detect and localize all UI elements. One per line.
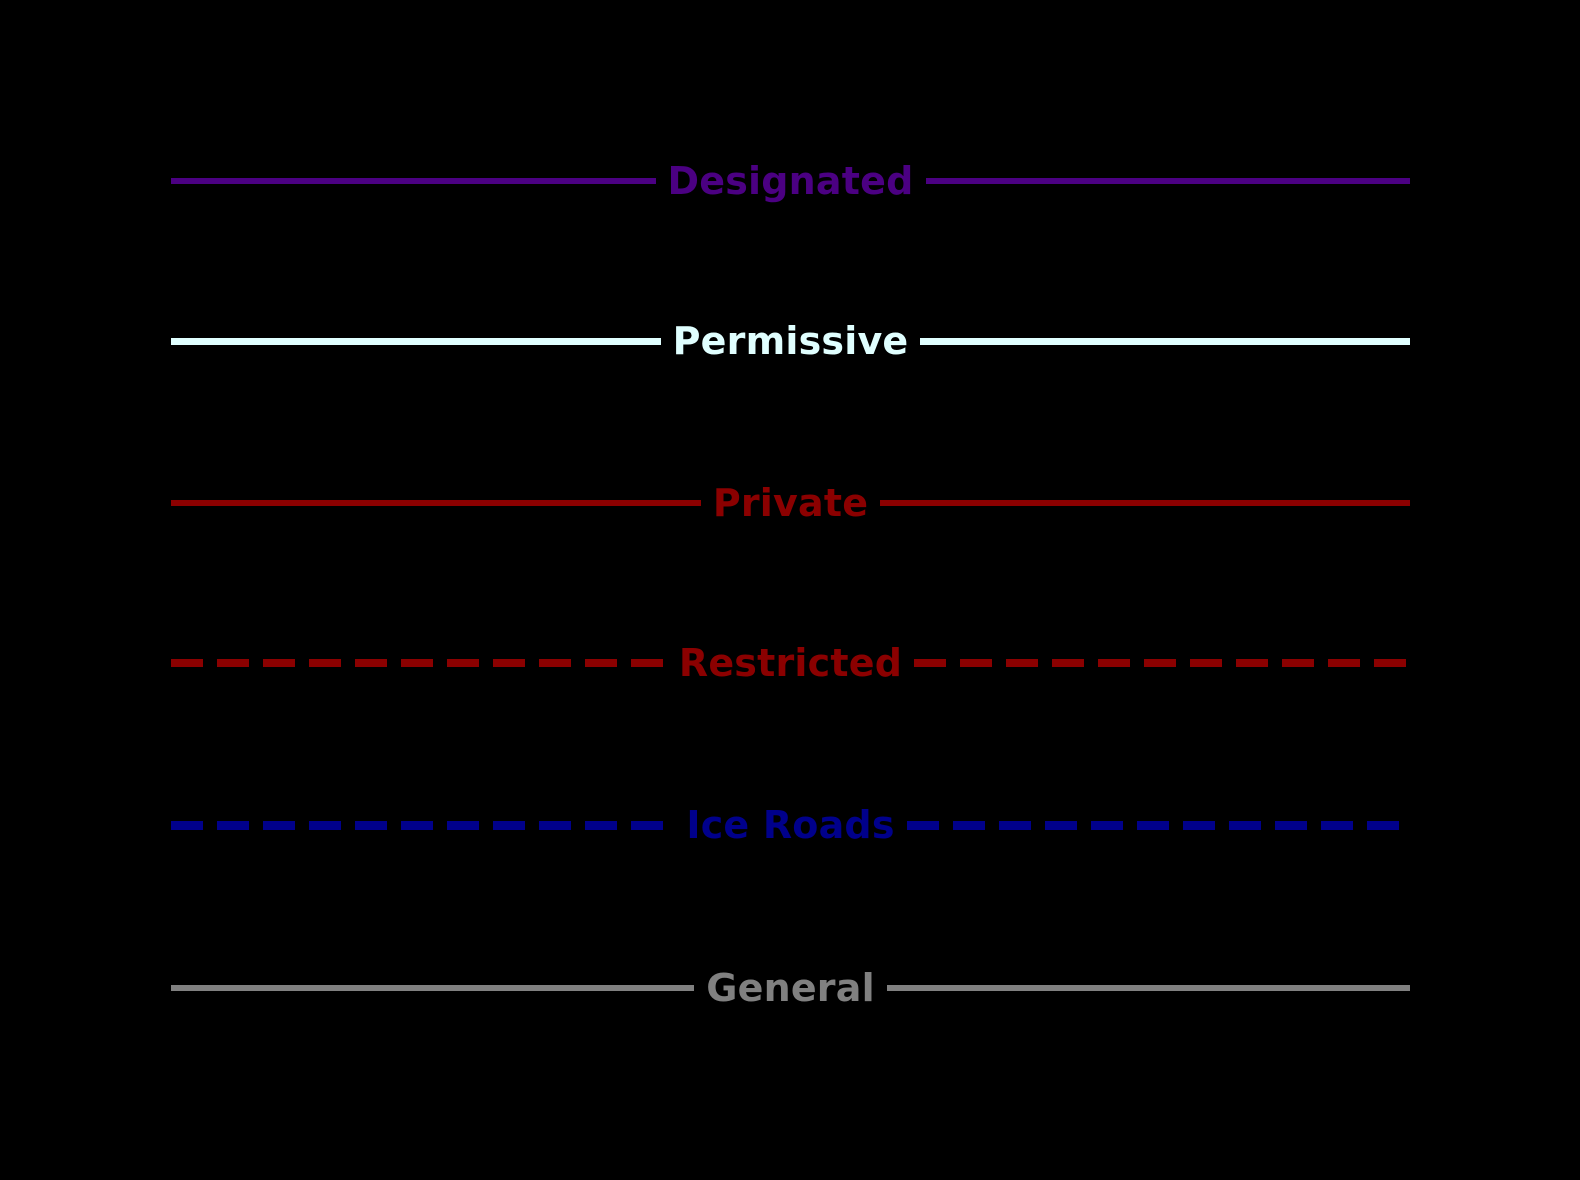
legend-row-permissive: Permissive: [171, 309, 1411, 373]
legend-line-sample-left-private: [171, 500, 701, 506]
legend-line-sample-left-ice-roads: [171, 820, 675, 830]
legend-label-permissive: Permissive: [672, 319, 909, 363]
legend-row-private: Private: [171, 471, 1410, 535]
legend-line-sample-left-restricted: [171, 659, 667, 667]
legend-line-sample-right-permissive: [920, 337, 1411, 345]
legend-row-designated: Designated: [171, 149, 1410, 213]
legend-label-designated: Designated: [667, 159, 914, 203]
legend-line-sample-left-designated: [171, 178, 656, 184]
legend-label-private: Private: [712, 481, 869, 525]
legend-label-general: General: [706, 966, 875, 1010]
legend-line-sample-right-restricted: [914, 659, 1410, 667]
legend-line-sample-right-ice-roads: [906, 820, 1411, 830]
legend-line-sample-left-permissive: [171, 337, 661, 345]
legend-line-sample-right-general: [886, 985, 1411, 991]
legend-line-sample-right-private: [880, 500, 1410, 506]
legend-label-ice-roads: Ice Roads: [686, 803, 895, 847]
legend-row-restricted: Restricted: [171, 631, 1410, 695]
legend-line-sample-left-general: [171, 985, 695, 991]
legend-label-restricted: Restricted: [678, 641, 903, 685]
legend-row-general: General: [171, 956, 1411, 1020]
legend-row-ice-roads: Ice Roads: [171, 793, 1411, 857]
legend-line-sample-right-designated: [925, 178, 1410, 184]
